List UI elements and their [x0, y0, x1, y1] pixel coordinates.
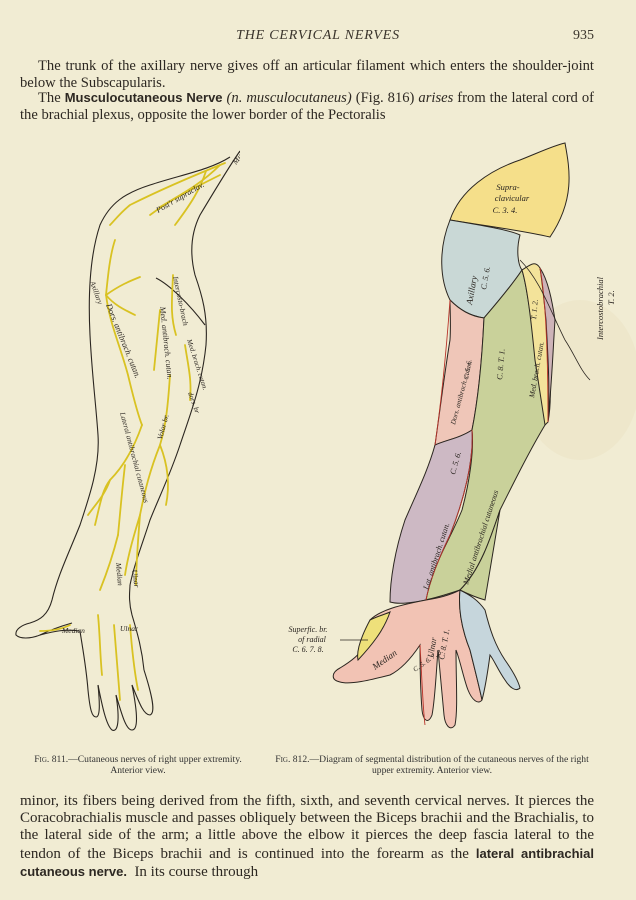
label-superfic-radial-line1: Superfic. br. [289, 625, 328, 634]
label-post-supraclav: Post'r supraclav. [154, 180, 206, 215]
label-volar-br: Volar br. [155, 413, 170, 440]
caption-label: Fig. 811. [34, 754, 69, 765]
segment-regions [332, 142, 570, 729]
term-musculocutaneous-nerve: Musculocutaneous Nerve [64, 90, 223, 105]
label-median: Median [114, 561, 125, 586]
label-axillary-segment: C. 5. 6. [479, 266, 492, 291]
paragraph-text-continued: In its course through [134, 863, 259, 880]
label-med-brach-segment: T. 1. 2. [529, 299, 540, 320]
region-ulnar [459, 589, 521, 701]
figure-811-cutaneous-nerves: Post'r supraclav. Mid. Supraclav. Axilla… [10, 121, 269, 745]
caption-text: —Cutaneous nerves of right upper extremi… [68, 754, 242, 776]
lead-word: The [38, 90, 61, 106]
paragraph-axillary-filament: The trunk of the axillary nerve gives of… [20, 58, 594, 92]
arises-word: arises [418, 90, 454, 106]
region-wrist-medial [459, 509, 501, 601]
label-superfic-radial-line2: of radial [298, 635, 327, 644]
label-axillary: Axillary [88, 279, 105, 306]
figure-reference: (Fig. 816) [355, 90, 415, 106]
label-ulnar: Ulnar [130, 569, 141, 588]
label-supraclavicular-segment: C. 3. 4. [493, 205, 518, 215]
running-title: THE CERVICAL NERVES [236, 28, 400, 43]
paragraph-musculocutaneous-intro: The Musculocutaneous Nerve (n. musculocu… [20, 89, 594, 124]
region-supraclavicular [449, 142, 570, 238]
paragraph-text: from the lateral cord of the brachial pl… [20, 90, 594, 123]
label-dors-br: dors. br [186, 391, 201, 415]
paragraph-musculocutaneous-course: minor, its fibers being derived from the… [20, 793, 594, 881]
caption-text: —Diagram of segmental distribution of th… [309, 754, 589, 776]
label-superfic-radial-segment: C. 6. 7. 8. [292, 645, 323, 654]
running-head: THE CERVICAL NERVES 935 [0, 28, 636, 48]
region-superfic-radial [357, 611, 391, 662]
label-supraclavicular-line2: clavicular [495, 193, 530, 203]
arm-nerve-drawing: Post'r supraclav. Mid. Supraclav. Axilla… [15, 121, 269, 731]
label-dors-antibrach-segment: C. 5. 6. [462, 359, 473, 381]
label-dors-antibrach: Dors. antibrach. cutan. [104, 301, 143, 379]
nerve-branches [39, 162, 226, 701]
caption-figure-811: Fig. 811.—Cutaneous nerves of right uppe… [28, 754, 248, 776]
arm-segment-diagram: Supra- clavicular C. 3. 4. Axillary C. 5… [289, 142, 616, 729]
label-intercostobrachial: Intercostobrachial [595, 276, 605, 341]
pointer-line [519, 259, 591, 381]
paragraph-text: The trunk of the axillary nerve gives of… [20, 58, 594, 91]
label-ulnar-hand: Ulnar [120, 624, 138, 633]
caption-figure-812: Fig. 812.—Diagram of segmental distribut… [272, 754, 592, 776]
term-lateral-antibrachial-cutaneous-nerve: lateral antibrachial cutaneous nerve. [20, 845, 594, 879]
figure-812-segmental-distribution: Supra- clavicular C. 3. 4. Axillary C. 5… [250, 140, 630, 750]
label-intercostobrachial-segment: T. 2. [606, 290, 616, 305]
label-ulnar: Ulnar [425, 636, 438, 658]
label-medial-segment: C. 8. T. 1. [495, 348, 507, 380]
paragraph-text: minor, its fibers being derived from the… [20, 793, 594, 862]
label-supraclavicular-line1: Supra- [496, 182, 519, 192]
label-intercosto-brach: Intercosto-brach [171, 275, 190, 327]
caption-label: Fig. 812. [275, 754, 310, 765]
nerve-labels: Post'r supraclav. Mid. Supraclav. Axilla… [61, 121, 269, 635]
latin-name: (n. musculocutaneus) [226, 90, 352, 106]
page-number: 935 [573, 28, 594, 43]
label-median-hand: Median [61, 626, 85, 635]
arm-outline [15, 150, 241, 731]
region-borders [419, 267, 549, 726]
